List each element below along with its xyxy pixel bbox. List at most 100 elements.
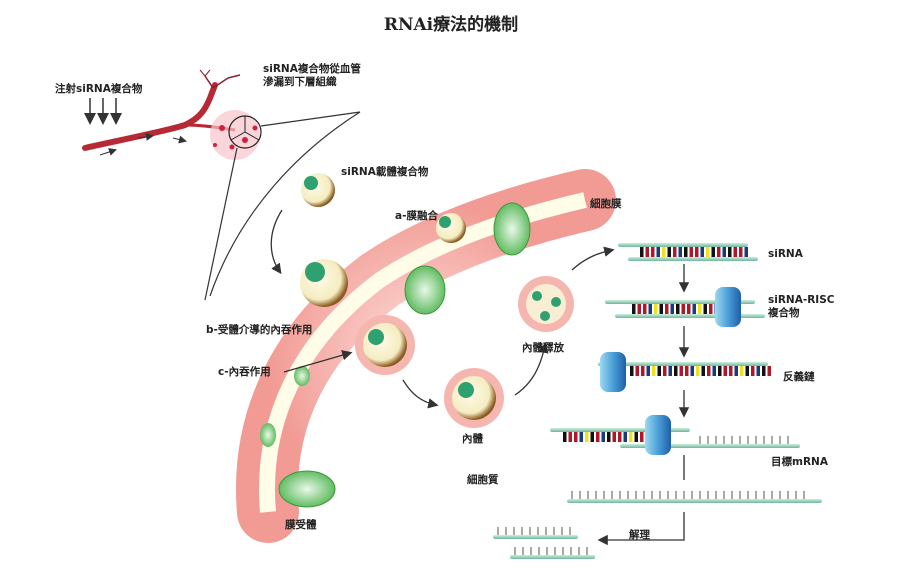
- mrna-fragment: [493, 535, 578, 539]
- mrna-fragment: [510, 555, 595, 559]
- target-base: [607, 432, 611, 442]
- target-base: [601, 432, 605, 442]
- antisense-base: [630, 366, 634, 376]
- antisense-base: [723, 366, 727, 376]
- membrane-receptor: [260, 202, 531, 508]
- target-base: [612, 432, 616, 442]
- risc-base: [676, 304, 680, 314]
- label-degradation: 解理: [629, 529, 650, 541]
- label-membrane-receptor: 膜受體: [285, 519, 317, 531]
- sirna-strand-top: [618, 243, 748, 247]
- label-sirna: siRNA: [768, 248, 803, 260]
- target-base: [568, 432, 572, 442]
- label-endosome-release: 內體釋放: [522, 342, 564, 354]
- antisense-base: [679, 366, 683, 376]
- injection-arrows: [84, 98, 122, 125]
- sirna-base: [700, 247, 704, 257]
- antisense-base: [751, 366, 755, 376]
- risc-base: [703, 304, 707, 314]
- label-leak-line2: 滲漏到下層組織: [263, 76, 337, 88]
- target-base: [618, 432, 622, 442]
- antisense-base: [641, 366, 645, 376]
- label-carrier-complex: siRNA載體複合物: [341, 166, 429, 178]
- label-cell-membrane: 細胞膜: [590, 198, 622, 210]
- risc-protein-antisense: [600, 352, 626, 392]
- target-base: [590, 432, 594, 442]
- risc-base: [681, 304, 685, 314]
- magnification-lines: [204, 111, 361, 301]
- target-base: [623, 432, 627, 442]
- sirna-base: [717, 247, 721, 257]
- diagram-title: RNAi療法的機制: [383, 15, 519, 35]
- sirna-base: [673, 247, 677, 257]
- label-cytoplasm: 細胞質: [467, 474, 499, 486]
- sirna-base: [744, 247, 748, 257]
- target-base: [563, 432, 567, 442]
- target-base: [629, 432, 633, 442]
- sirna-base: [662, 247, 666, 257]
- antisense-base: [756, 366, 760, 376]
- antisense-base: [767, 366, 771, 376]
- sirna-base: [667, 247, 671, 257]
- antisense-base: [690, 366, 694, 376]
- target-base: [596, 432, 600, 442]
- risc-base: [709, 304, 713, 314]
- target-base: [585, 432, 589, 442]
- endosome: [444, 368, 504, 428]
- sirna-base: [733, 247, 737, 257]
- risc-base: [692, 304, 696, 314]
- rna-strands: [493, 243, 822, 559]
- leak-cluster: [210, 110, 262, 160]
- risc-strand-bottom: [615, 314, 765, 318]
- sirna-base: [722, 247, 726, 257]
- sirna-base: [739, 247, 743, 257]
- sirna-base: [695, 247, 699, 257]
- label-antisense: 反義鏈: [783, 371, 815, 383]
- sirna-strand-bottom: [628, 257, 758, 261]
- risc-base: [637, 304, 641, 314]
- target-base: [640, 432, 644, 442]
- antisense-base: [718, 366, 722, 376]
- antisense-strand: [598, 362, 768, 366]
- label-injection: 注射siRNA複合物: [55, 83, 143, 95]
- antisense-base: [663, 366, 667, 376]
- antisense-base: [740, 366, 744, 376]
- sirna-base: [656, 247, 660, 257]
- risc-base: [643, 304, 647, 314]
- antisense-base: [668, 366, 672, 376]
- antisense-base: [674, 366, 678, 376]
- risc-base: [648, 304, 652, 314]
- sirna-base: [645, 247, 649, 257]
- antisense-base: [762, 366, 766, 376]
- sirna-carrier-vesicles: [300, 173, 466, 375]
- process-arrows: [270, 209, 690, 546]
- label-receptor-endocytosis: b-受體介導的內吞作用: [206, 324, 313, 336]
- risc-base: [687, 304, 691, 314]
- label-endosome: 內體: [462, 433, 483, 445]
- label-membrane-fusion: a-膜融合: [395, 210, 438, 222]
- sirna-base: [689, 247, 693, 257]
- antisense-base: [712, 366, 716, 376]
- sirna-base: [684, 247, 688, 257]
- sirna-base: [728, 247, 732, 257]
- risc-base: [665, 304, 669, 314]
- label-leak-line1: siRNA複合物從血管: [263, 63, 361, 75]
- risc-base: [670, 304, 674, 314]
- antisense-base: [734, 366, 738, 376]
- antisense-base: [635, 366, 639, 376]
- sirna-base: [678, 247, 682, 257]
- cell-membrane: [236, 169, 616, 543]
- sirna-base: [640, 247, 644, 257]
- cleaved-mrna-strand: [567, 499, 822, 503]
- target-base: [634, 432, 638, 442]
- antisense-base: [701, 366, 705, 376]
- label-target-mrna: 目標mRNA: [771, 456, 828, 468]
- sirna-base: [706, 247, 710, 257]
- sirna-base: [651, 247, 655, 257]
- endosome-release: [518, 276, 574, 332]
- label-risc-line2: 複合物: [768, 307, 800, 319]
- risc-base: [654, 304, 658, 314]
- target-base: [574, 432, 578, 442]
- risc-base: [698, 304, 702, 314]
